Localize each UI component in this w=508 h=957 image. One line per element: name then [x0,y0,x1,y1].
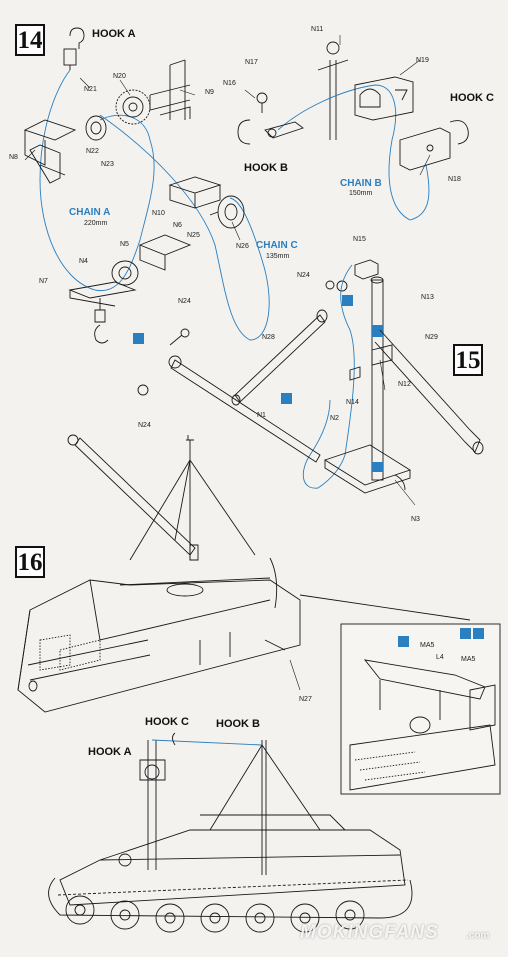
part-n12: N12 [398,381,411,388]
part-n21: N21 [84,86,97,93]
chain-b-length: 150mm [349,190,373,197]
crane-assembly [139,732,321,875]
hook-b-label-lower: HOOK B [216,718,260,730]
chain-b-cable [277,84,430,221]
part-n3: N3 [411,516,420,523]
part-n28: N28 [262,334,275,341]
watermark-domain: .com [466,930,490,941]
part-ma5-right: MA5 [461,656,476,663]
leader-lines [24,35,431,691]
step-15-marker: 15 [453,344,483,376]
part-n2: N2 [330,415,339,422]
watermark-brand: MOKINGFANS [300,922,439,943]
chain-a-cable [39,69,155,292]
chain-rigging [302,264,355,489]
inset-detail-box [340,623,501,795]
chain-a-length: 220mm [84,220,108,227]
hook-c-label-lower: HOOK C [145,716,189,728]
part-n20: N20 [113,73,126,80]
part-n11: N11 [311,26,324,33]
part-n8: N8 [9,154,18,161]
n22-pulley [85,115,107,141]
hook-b-part [237,119,304,145]
part-n24-left: N24 [178,298,191,305]
n19-block [354,76,414,121]
tank-hull-lower [59,814,406,906]
part-n29: N29 [425,334,438,341]
part-n24-lower: N24 [138,422,151,429]
paint-icon [281,393,292,404]
n24-shackles [137,280,335,396]
hook-a-label: HOOK A [92,28,136,40]
hook-c-part [399,120,469,171]
step-14-marker: 14 [15,24,45,56]
n12-bracket [371,344,393,366]
part-n25: N25 [187,232,200,239]
n15-pulley-head [336,259,379,292]
part-n26: N26 [236,243,249,250]
part-n27: N27 [299,696,312,703]
n9-bracket [149,59,191,120]
n7-bracket [68,281,137,344]
part-n13: N13 [421,294,434,301]
n26-pulley [209,195,245,229]
chain-a-label: CHAIN A [69,207,111,218]
part-n23: N23 [101,161,114,168]
n14-clip [349,366,361,381]
glue-icon [133,333,144,344]
part-n15: N15 [353,236,366,243]
n8-bracket [23,119,77,184]
n29-leg [374,329,484,455]
part-n5: N5 [120,241,129,248]
step-16-marker: 16 [15,546,45,578]
n28-leg [231,309,328,406]
n11-mast [317,41,349,140]
hook-a-label-lower: HOOK A [88,746,132,758]
part-n24-upper: N24 [297,272,310,279]
part-ma5-left: MA5 [420,642,435,649]
chain-c-cable [99,114,270,341]
part-n18: N18 [448,176,461,183]
part-n7: N7 [39,278,48,285]
chain-b-label: CHAIN B [340,178,382,189]
part-n6: N6 [173,222,182,229]
n27-cable [264,557,471,651]
chain-c-length: 135mm [266,253,290,260]
n6-bracket [138,234,192,271]
hook-c-label: HOOK C [450,92,494,104]
n1-leg [168,355,321,463]
n20-gear [115,89,151,125]
hook-a-part [63,27,85,70]
part-n16: N16 [223,80,236,87]
part-n22: N22 [86,148,99,155]
part-n14: N14 [346,399,359,406]
n17-pin [256,92,268,113]
chain-c-label: CHAIN C [256,240,298,251]
part-l4: L4 [436,654,444,661]
n2-base [323,444,412,494]
hull-body [17,577,301,713]
part-n1: N1 [257,412,266,419]
glue-icon [342,295,353,306]
part-n19: N19 [416,57,429,64]
part-n4: N4 [79,258,88,265]
track-wheels [48,877,413,933]
n4-pulley [111,260,139,286]
tripod-frame [67,434,256,561]
part-n9: N9 [205,89,214,96]
part-n17: N17 [245,59,258,66]
n10-bracket [168,176,222,209]
n29-mast [370,276,384,481]
hook-b-label: HOOK B [244,162,288,174]
part-n10: N10 [152,210,165,217]
inset-icons [398,628,484,647]
